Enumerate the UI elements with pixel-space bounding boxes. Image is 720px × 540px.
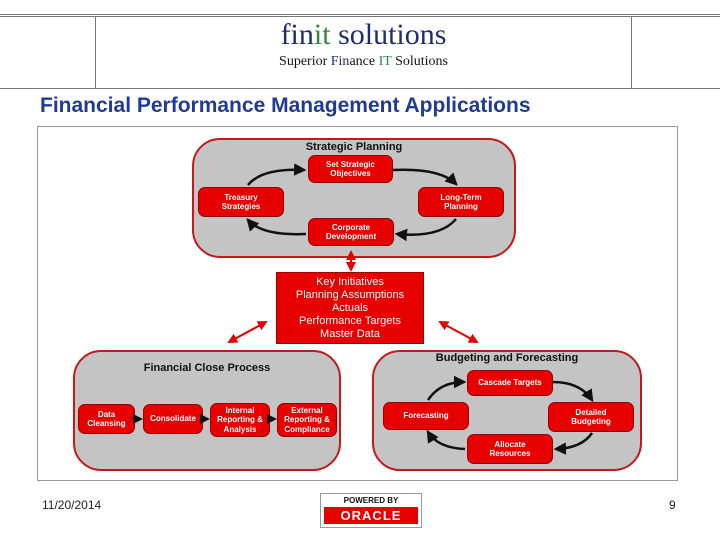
- long-term-planning-node: Long-Term Planning: [418, 187, 504, 217]
- allocate-resources-node: Allocate Resources: [467, 434, 553, 464]
- brand-name-it: it: [313, 18, 331, 51]
- oracle-wordmark: ORACLE: [324, 507, 418, 524]
- key-initiatives-line: Master Data: [320, 327, 380, 340]
- header-bottom-rule: [0, 88, 720, 89]
- key-initiatives-node: Key Initiatives Planning Assumptions Act…: [276, 272, 424, 344]
- key-initiatives-line: Key Initiatives: [316, 275, 384, 288]
- tagline-part: Solutions: [391, 54, 448, 69]
- header-divider-right: [631, 16, 632, 88]
- brand-name-part: fin: [280, 18, 314, 51]
- detailed-budgeting-node: Detailed Budgeting: [548, 402, 634, 432]
- oracle-logo: POWERED BY ORACLE: [320, 493, 422, 528]
- brand-name: finit solutions: [96, 18, 631, 52]
- forecasting-node: Forecasting: [383, 402, 469, 430]
- footer-date: 11/20/2014: [42, 498, 102, 512]
- budgeting-forecasting-title: Budgeting and Forecasting: [435, 352, 579, 364]
- header-divider-left: [95, 16, 96, 88]
- page-title: Financial Performance Management Applica…: [40, 94, 531, 117]
- brand-logo: finit solutions Superior Finance IT Solu…: [96, 18, 631, 70]
- tagline-part: Superior: [279, 54, 331, 69]
- key-initiatives-line: Performance Targets: [299, 314, 401, 327]
- tagline-it: IT: [378, 54, 392, 69]
- financial-close-title: Financial Close Process: [143, 362, 271, 374]
- key-initiatives-line: Planning Assumptions: [295, 288, 405, 301]
- data-cleansing-node: Data Cleansing: [78, 404, 135, 434]
- cascade-targets-node: Cascade Targets: [467, 370, 553, 396]
- key-initiatives-line: Actuals: [331, 301, 369, 314]
- external-reporting-node: External Reporting & Compliance: [277, 403, 337, 437]
- internal-reporting-node: Internal Reporting & Analysis: [210, 403, 270, 437]
- consolidate-node: Consolidate: [143, 404, 203, 434]
- tagline-fin: Fin: [330, 54, 350, 69]
- brand-name-part: solutions: [330, 18, 447, 51]
- header-top-rule-2: [0, 16, 720, 17]
- treasury-strategies-node: Treasury Strategies: [198, 187, 284, 217]
- diagram-frame: [37, 126, 678, 481]
- tagline-part: ance: [349, 54, 379, 69]
- set-strategic-objectives-node: Set Strategic Objectives: [308, 155, 393, 183]
- powered-by-label: POWERED BY: [343, 496, 399, 505]
- header-top-rule: [0, 14, 720, 15]
- brand-tagline: Superior Finance IT Solutions: [96, 54, 631, 70]
- corporate-development-node: Corporate Development: [308, 218, 394, 246]
- strategic-planning-title: Strategic Planning: [305, 141, 403, 153]
- page-number: 9: [669, 498, 676, 512]
